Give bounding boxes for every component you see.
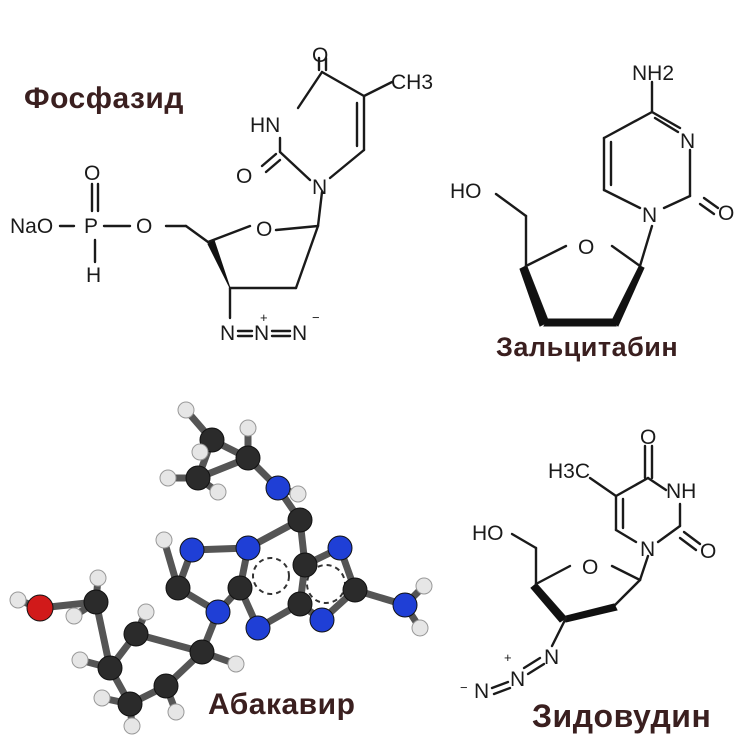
abacavir-hydrogen-atom [177, 401, 195, 419]
zalcitabine-structure [494, 80, 720, 327]
abacavir-caption: Абакавир [208, 688, 356, 721]
phos-azide-n2: N [254, 322, 269, 345]
zido-azide-plus: + [504, 650, 512, 665]
abacavir-hydrogen-atom [159, 469, 177, 487]
zalc-nh2-label: NH2 [632, 62, 674, 85]
zido-azide-n1: N [544, 646, 559, 669]
phosphazide-caption: Фосфазид [24, 82, 184, 115]
zalc-sugar-oxygen: O [578, 236, 594, 259]
zido-keto-oxygen: O [640, 426, 656, 449]
phos-methyl-label: CH3 [391, 71, 433, 94]
zido-azide-n2: N [510, 668, 525, 691]
abacavir-hydrogen-atom [93, 689, 111, 707]
abacavir-carbon-atom [235, 445, 261, 471]
phos-hn-label: HN [250, 114, 280, 137]
abacavir-hydrogen-atom [239, 419, 257, 437]
abacavir-hydrogen-atom [411, 619, 429, 637]
zido-azide-minus: − [460, 680, 468, 695]
abacavir-nitrogen-atom [245, 615, 271, 641]
abacavir-carbon-atom [292, 552, 318, 578]
zalc-n1-label: N [642, 204, 657, 227]
abacavir-carbon-atom [342, 577, 368, 603]
abacavir-carbon-atom [123, 621, 149, 647]
phos-p-hydrogen: H [86, 264, 101, 287]
abacavir-aromatic-ring [252, 557, 290, 595]
abacavir-carbon-atom [287, 507, 313, 533]
abacavir-hydrogen-atom [209, 483, 227, 501]
abacavir-hydrogen-atom [89, 569, 107, 587]
zido-methyl-label: H3C [548, 460, 590, 483]
abacavir-nitrogen-atom [309, 607, 335, 633]
phos-phosphoryl-oxygen: O [84, 162, 100, 185]
abacavir-nitrogen-atom [265, 475, 291, 501]
abacavir-nitrogen-atom [327, 535, 353, 561]
zido-ring-nitrogen: N [640, 538, 655, 561]
abacavir-hydrogen-atom [289, 485, 307, 503]
zalc-n3-label: N [680, 130, 695, 153]
abacavir-carbon-atom [83, 589, 109, 615]
abacavir-carbon-atom [287, 591, 313, 617]
zido-azide-n3: N [474, 680, 489, 703]
abacavir-hydrogen-atom [155, 531, 173, 549]
abacavir-hydrogen-atom [415, 577, 433, 595]
phos-azide-n1: N [220, 322, 235, 345]
abacavir-carbon-atom [227, 575, 253, 601]
phos-sugar-oxygen: O [256, 218, 272, 241]
abacavir-ball-and-stick-model [9, 401, 433, 735]
zido-carbonyl-oxygen: O [700, 540, 716, 563]
zalc-carbonyl-oxygen: O [718, 202, 734, 225]
abacavir-hydrogen-atom [167, 703, 185, 721]
abacavir-hydrogen-atom [191, 443, 209, 461]
abacavir-carbon-atom [185, 465, 211, 491]
zidovudine-caption: Зидовудин [532, 698, 712, 734]
zalc-ho-label: HO [450, 180, 482, 203]
phos-carbonyl-oxygen: O [236, 165, 252, 188]
phos-azide-plus: + [260, 310, 268, 325]
phos-azide-minus: − [312, 310, 320, 325]
abacavir-nitrogen-atom [392, 592, 418, 618]
abacavir-carbon-atom [165, 575, 191, 601]
zalcitabine-caption: Зальцитабин [496, 332, 679, 362]
phos-azide-n3: N [292, 322, 307, 345]
abacavir-nitrogen-atom [179, 537, 205, 563]
zido-sugar-oxygen: O [582, 556, 598, 579]
phos-ester-oxygen: O [136, 215, 152, 238]
abacavir-carbon-atom [189, 639, 215, 665]
abacavir-nitrogen-atom [235, 535, 261, 561]
abacavir-carbon-atom [117, 691, 143, 717]
zidovudine-structure [490, 444, 702, 696]
abacavir-hydrogen-atom [137, 603, 155, 621]
phos-nao-label: NaO [10, 215, 53, 238]
abacavir-carbon-atom [97, 655, 123, 681]
zido-ho-label: HO [472, 522, 504, 545]
abacavir-hydrogen-atom [9, 591, 27, 609]
abacavir-carbon-atom [153, 673, 179, 699]
phos-phosphorus: P [84, 215, 98, 238]
phosphazide-structure [58, 56, 394, 338]
zido-nh-label: NH [666, 480, 696, 503]
abacavir-hydrogen-atom [227, 655, 245, 673]
abacavir-hydrogen-atom [123, 717, 141, 735]
abacavir-nitrogen-atom [205, 599, 231, 625]
abacavir-oxygen-atom [26, 594, 54, 622]
abacavir-hydrogen-atom [65, 607, 83, 625]
phos-ring-nitrogen: N [312, 176, 327, 199]
abacavir-hydrogen-atom [71, 651, 89, 669]
phos-keto-oxygen: O [312, 44, 328, 67]
